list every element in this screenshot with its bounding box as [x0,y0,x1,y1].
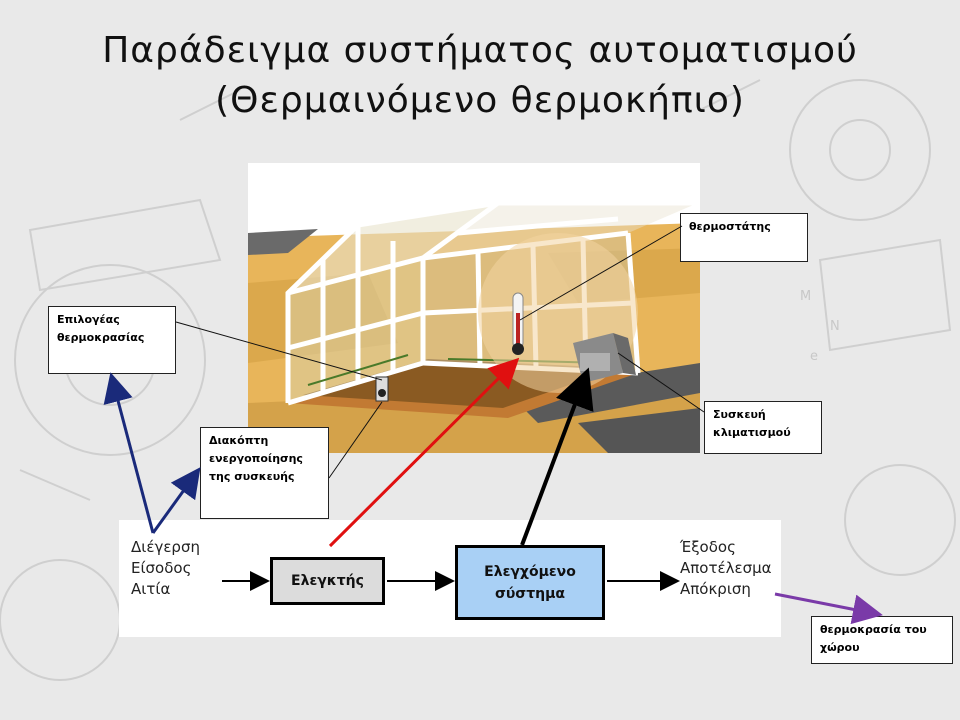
svg-text:e: e [810,349,818,364]
callout-switch-text: Διακόπτη ενεργοποίησης της συσκευής [209,434,303,483]
callout-device-switch: Διακόπτη ενεργοποίησης της συσκευής [200,427,329,519]
controlled-system-label: Ελεγχόμενο σύστημα [484,563,576,602]
svg-text:M: M [800,289,811,304]
controlled-system-block: Ελεγχόμενο σύστημα [455,545,605,620]
callout-room-temp-text: θερμοκρασία του χώρου [820,623,927,654]
output-label-output: Έξοδος [680,538,736,556]
callout-ac-unit: Συσκευή κλιματισμού [704,401,822,454]
input-label-stimulus: Διέγερση [131,538,200,556]
svg-text:N: N [830,319,840,334]
callout-ac-unit-text: Συσκευή κλιματισμού [713,408,791,439]
output-label-response: Απόκριση [680,580,751,598]
input-label-cause: Αιτία [131,580,171,598]
callout-temperature-selector: Επιλογέας θερμοκρασίας [48,306,176,374]
output-label-result: Αποτέλεσμα [680,559,772,577]
callout-thermostat-text: θερμοστάτης [689,220,771,233]
title-line-1: Παράδειγμα συστήματος αυτοματισμού [102,30,858,71]
controller-block: Ελεγκτής [270,557,385,605]
controller-label: Ελεγκτής [291,573,364,589]
callout-thermostat: θερμοστάτης [680,213,808,262]
input-label-input: Είσοδος [131,559,192,577]
greenhouse-illustration [248,163,700,453]
callout-selector-text: Επιλογέας θερμοκρασίας [57,313,145,344]
page-title: Παράδειγμα συστήματος αυτοματισμού (Θερμ… [0,26,960,126]
output-labels: Έξοδος Αποτέλεσμα Απόκριση [680,537,772,600]
callout-room-temperature: θερμοκρασία του χώρου [811,616,953,664]
input-labels: Διέγερση Είσοδος Αιτία [131,537,200,600]
title-line-2: (Θερμαινόμενο θερμοκήπιο) [215,80,745,121]
